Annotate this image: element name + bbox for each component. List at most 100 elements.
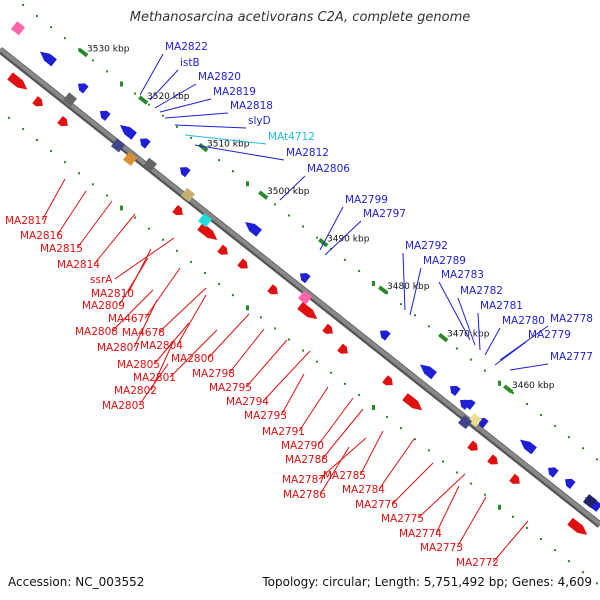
ruler-tick xyxy=(138,95,149,105)
tick-dot xyxy=(232,294,234,297)
tick-dot xyxy=(414,438,416,441)
gene-label-red: MA2803 xyxy=(102,400,145,412)
tick-dot xyxy=(36,15,38,17)
gene-label-blue: MA2799 xyxy=(345,194,388,206)
gene-label-red: MA2800 xyxy=(171,353,214,365)
gene-forward-shape xyxy=(78,83,89,94)
gene-feature xyxy=(10,21,26,36)
gene-label-red: MA2788 xyxy=(285,454,328,466)
gene-forward-shape xyxy=(420,364,437,380)
tick-dot xyxy=(512,515,514,518)
leader-line xyxy=(114,237,175,280)
leader-line xyxy=(111,289,154,332)
leader-line xyxy=(262,350,311,402)
tick-dot xyxy=(50,150,52,153)
leader-line xyxy=(321,408,364,460)
tick-dot xyxy=(148,103,150,106)
gene-label-blue: MA2779 xyxy=(528,329,571,341)
gene-label-red: MA2776 xyxy=(355,499,398,511)
gene-feature xyxy=(122,151,138,166)
tick-dot xyxy=(288,338,290,341)
gene-label-red: MA2795 xyxy=(209,382,252,394)
gene-feature xyxy=(110,138,126,153)
gene-feature xyxy=(180,187,196,202)
tick-dot xyxy=(470,482,472,485)
tick-dot xyxy=(78,172,80,175)
tick-dot xyxy=(498,380,501,386)
gene-label-blue: MA2778 xyxy=(550,313,593,325)
gene-reverse xyxy=(237,258,248,269)
gene-reverse xyxy=(32,96,43,107)
genome-title: Methanosarcina acetivorans C2A, complete… xyxy=(129,10,471,25)
tick-dot xyxy=(484,493,486,496)
gene-label-red: MA2786 xyxy=(283,489,326,501)
leader-line xyxy=(158,287,207,333)
gene-forward xyxy=(460,399,471,410)
tick-dot xyxy=(218,159,220,162)
ruler-label: 3510 kbp xyxy=(207,139,250,149)
ruler-tick xyxy=(78,48,89,58)
gene-label-red: MA2816 xyxy=(20,230,63,242)
tick-dot xyxy=(498,504,501,510)
leader-line xyxy=(56,190,87,236)
ruler-label: 3520 kbp xyxy=(147,92,190,102)
tick-dot xyxy=(232,170,234,173)
gene-label-blue: MA2792 xyxy=(405,240,448,252)
tick-dot xyxy=(428,325,430,328)
gene-label-red: MA4677 xyxy=(108,313,151,325)
tick-dot xyxy=(176,249,178,252)
gene-forward xyxy=(140,138,151,149)
leader-line xyxy=(378,438,415,490)
tick-dot xyxy=(92,59,94,62)
accession-label: Accession: NC_003552 xyxy=(8,575,145,589)
gene-label-blue: MA2822 xyxy=(165,41,208,53)
gene-forward xyxy=(300,273,311,284)
gene-reverse-shape xyxy=(509,473,520,484)
tick-dot xyxy=(134,216,136,219)
leader-line xyxy=(194,144,285,161)
leader-line xyxy=(41,178,66,221)
gene-label-blue: MA2797 xyxy=(363,208,406,220)
gene-label-blue: MA2777 xyxy=(550,351,593,363)
ruler-tick xyxy=(258,190,269,200)
ruler-tick xyxy=(198,143,209,153)
ruler-tick xyxy=(318,238,329,248)
tick-dot xyxy=(64,161,66,164)
gene-forward-shape xyxy=(520,439,537,455)
tick-dot xyxy=(64,37,66,40)
gene-label-red: MA2804 xyxy=(140,340,183,352)
gene-label-blue: MA2812 xyxy=(286,147,329,159)
tick-dot xyxy=(162,238,164,241)
gene-forward-shape xyxy=(300,273,311,284)
tick-dot xyxy=(176,125,178,128)
tick-dot xyxy=(568,436,570,439)
gene-feature xyxy=(582,494,598,509)
tick-dot xyxy=(190,136,192,139)
leader-line xyxy=(279,175,306,201)
leader-line xyxy=(207,313,250,359)
tick-dot xyxy=(540,538,542,540)
tick-dot xyxy=(162,114,164,117)
gene-reverse xyxy=(197,222,218,240)
tick-dot xyxy=(288,214,290,217)
leader-line xyxy=(484,327,501,356)
gene-feature xyxy=(457,415,473,430)
gene-forward-shape xyxy=(180,167,191,178)
gene-label-red: MA2807 xyxy=(97,342,140,354)
gene-reverse xyxy=(487,454,498,465)
gene-reverse-shape xyxy=(567,517,588,535)
leader-line xyxy=(391,462,434,505)
tick-dot xyxy=(386,416,388,419)
leader-line xyxy=(477,312,481,351)
tick-dot xyxy=(596,582,598,585)
tick-dot xyxy=(274,203,276,206)
leader-line xyxy=(324,220,362,256)
leader-line xyxy=(280,373,305,416)
ruler-label: 3480 kbp xyxy=(387,282,430,292)
gene-reverse-shape xyxy=(382,375,393,386)
tick-dot xyxy=(36,139,38,141)
leader-line xyxy=(417,473,466,519)
gene-label-blue: MA2780 xyxy=(502,315,545,327)
gene-label-red: MA2808 xyxy=(75,326,118,338)
gene-label-red: MA2814 xyxy=(57,259,100,271)
